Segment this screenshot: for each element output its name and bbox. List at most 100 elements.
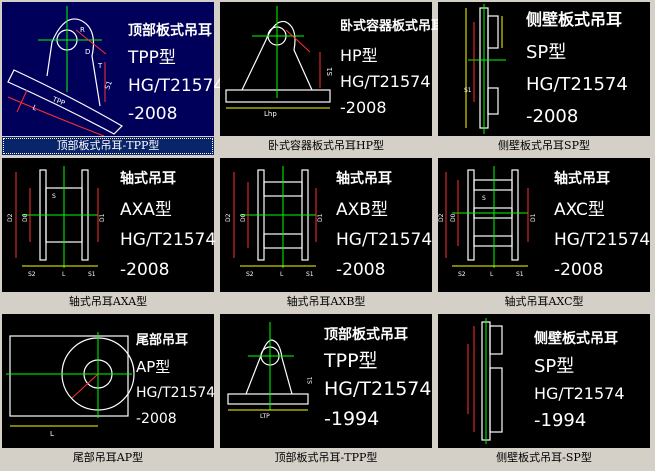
item-standard: HG/T21574 — [324, 378, 432, 400]
dim-label: S1 — [326, 67, 334, 76]
dim-label: Lhp — [264, 110, 277, 118]
dim-label: D0 — [22, 213, 29, 222]
drawing-thumbnail[interactable]: D2 D0 D1 S2 L S1 轴式吊耳 AXB型 HG/T21574 -20… — [220, 158, 432, 292]
item-title: 侧壁板式吊耳 — [534, 331, 618, 347]
lug-drawing: LTP S1 — [227, 322, 314, 420]
lug-drawing: Lhp S1 — [225, 6, 334, 118]
drawing-thumbnail[interactable]: 侧壁板式吊耳 SP型 HG/T21574 -1994 — [438, 314, 650, 448]
dim-label: S2 — [458, 271, 466, 278]
item-title: 尾部吊耳 — [136, 333, 189, 348]
item-model: SP型 — [534, 356, 575, 377]
item-standard: HG/T21574 — [120, 230, 217, 250]
item-caption[interactable]: 侧壁板式吊耳-SP型 — [496, 451, 592, 464]
lug-drawing — [467, 318, 503, 444]
gallery-item-7[interactable]: L 尾部吊耳 AP型 HG/T21574 -2008 尾部吊耳AP型 — [2, 314, 216, 469]
item-caption[interactable]: 侧壁板式吊耳SP型 — [498, 139, 590, 152]
lug-drawing: D2 D0 D1 S2 L S1 — [225, 166, 324, 278]
dim-label: D0 — [450, 213, 457, 222]
dim-label: L — [31, 104, 38, 113]
dim-label: LTP — [260, 413, 270, 420]
gallery-item-3[interactable]: S1 侧壁板式吊耳 SP型 HG/T21574 -2008 侧壁板式吊耳SP型 — [438, 2, 650, 157]
dim-label: D — [85, 48, 90, 56]
item-year: -2008 — [120, 260, 170, 280]
item-caption[interactable]: 顶部板式吊耳-TPP型 — [274, 451, 378, 464]
drawing-thumbnail[interactable]: S1 侧壁板式吊耳 SP型 HG/T21574 -2008 — [438, 2, 650, 136]
drawing-thumbnail[interactable]: L TPP S1 T D R 顶部板式吊耳 TPP型 HG/T21574 -20… — [2, 2, 224, 136]
gallery-item-2[interactable]: Lhp S1 卧式容器板式吊耳 HP型 HG/T21574 -2008 卧式容器… — [220, 2, 444, 157]
item-model: SP型 — [526, 42, 567, 63]
dim-label: D1 — [317, 213, 324, 222]
item-caption[interactable]: 轴式吊耳AXC型 — [504, 295, 584, 308]
drawing-thumbnail[interactable]: LTP S1 顶部板式吊耳 TPP型 HG/T21574 -1994 — [220, 314, 432, 448]
item-year: -2008 — [340, 98, 387, 117]
item-title: 轴式吊耳 — [554, 171, 610, 187]
item-standard: HG/T21574 — [534, 384, 625, 403]
item-year: -2008 — [336, 260, 386, 280]
item-model: AXA型 — [120, 200, 172, 220]
item-standard: HG/T21574 — [336, 230, 433, 250]
item-model: AXB型 — [336, 200, 388, 220]
item-title: 轴式吊耳 — [120, 171, 176, 187]
drawing-thumbnail[interactable]: Lhp S1 卧式容器板式吊耳 HP型 HG/T21574 -2008 — [220, 2, 444, 136]
dim-label: S — [482, 195, 486, 202]
gallery-item-1[interactable]: L TPP S1 T D R 顶部板式吊耳 TPP型 HG/T21574 -20… — [2, 2, 224, 157]
gallery-item-5[interactable]: D2 D0 D1 S2 L S1 轴式吊耳 AXB型 HG/T21574 -20… — [220, 158, 432, 313]
dim-label: D2 — [225, 213, 232, 222]
dim-label: L — [62, 271, 66, 278]
lug-drawing: L — [6, 332, 135, 438]
dim-label: S1 — [464, 87, 472, 94]
dim-label: D0 — [240, 213, 247, 222]
lug-drawing: D2 D0 D1 S2 L S1 S — [438, 166, 537, 278]
item-year: -2008 — [136, 411, 177, 427]
item-title: 顶部板式吊耳 — [324, 327, 408, 343]
drawing-thumbnail[interactable]: L 尾部吊耳 AP型 HG/T21574 -2008 — [2, 314, 216, 448]
dim-label: S1 — [88, 271, 96, 278]
drawing-thumbnail[interactable]: D2 D0 D1 S2 L S1 S 轴式吊耳 AXA型 HG/T21574 -… — [2, 158, 217, 292]
dim-label: D1 — [99, 213, 106, 222]
item-standard: HG/T21574 — [340, 72, 431, 91]
dim-label: S1 — [307, 376, 314, 384]
dim-label: S1 — [103, 80, 114, 91]
dim-label: L — [50, 430, 54, 438]
item-standard: HG/T21574 — [128, 76, 225, 96]
dim-label: D1 — [530, 213, 537, 222]
dim-label: R — [80, 26, 85, 34]
dim-label: S1 — [516, 271, 524, 278]
dim-label: S1 — [306, 271, 314, 278]
item-caption[interactable]: 卧式容器板式吊耳HP型 — [268, 139, 384, 152]
item-standard: HG/T21574 — [136, 385, 216, 401]
gallery-item-4[interactable]: D2 D0 D1 S2 L S1 S 轴式吊耳 AXA型 HG/T21574 -… — [2, 158, 217, 313]
item-caption[interactable]: 轴式吊耳AXA型 — [68, 295, 148, 308]
gallery-item-9[interactable]: 侧壁板式吊耳 SP型 HG/T21574 -1994 侧壁板式吊耳-SP型 — [438, 314, 650, 469]
item-title: 顶部板式吊耳 — [128, 23, 212, 39]
drawing-thumbnail[interactable]: D2 D0 D1 S2 L S1 S 轴式吊耳 AXC型 HG/T21574 -… — [438, 158, 650, 292]
dim-label: D2 — [438, 213, 445, 222]
dim-label: D2 — [7, 213, 14, 222]
item-standard: HG/T21574 — [526, 74, 628, 95]
gallery-item-6[interactable]: D2 D0 D1 S2 L S1 S 轴式吊耳 AXC型 HG/T21574 -… — [438, 158, 650, 313]
item-title: 侧壁板式吊耳 — [526, 10, 623, 29]
item-caption[interactable]: 顶部板式吊耳-TPP型 — [2, 137, 214, 155]
item-year: -2008 — [128, 104, 178, 124]
dim-label: L — [280, 271, 284, 278]
item-year: -1994 — [534, 410, 587, 431]
item-model: TPP型 — [128, 48, 176, 68]
item-caption[interactable]: 尾部吊耳AP型 — [72, 451, 144, 464]
dim-label: S — [52, 193, 56, 200]
dim-label: S2 — [28, 271, 36, 278]
item-model: AP型 — [136, 358, 171, 376]
item-model: HP型 — [340, 46, 378, 65]
item-standard: HG/T21574 — [554, 230, 651, 250]
item-model: TPP型 — [324, 350, 378, 372]
item-year: -2008 — [554, 260, 604, 280]
item-caption[interactable]: 轴式吊耳AXB型 — [286, 295, 366, 308]
lug-drawing: D2 D0 D1 S2 L S1 S — [7, 166, 106, 278]
dim-label: S2 — [246, 271, 254, 278]
dim-label: T — [97, 62, 103, 70]
item-model: AXC型 — [554, 200, 605, 220]
lug-drawing: S1 — [464, 4, 506, 134]
gallery-item-8[interactable]: LTP S1 顶部板式吊耳 TPP型 HG/T21574 -1994 顶部板式吊… — [220, 314, 432, 469]
item-title: 卧式容器板式吊耳 — [340, 19, 445, 34]
item-year: -2008 — [526, 106, 579, 127]
dim-label: L — [490, 271, 494, 278]
